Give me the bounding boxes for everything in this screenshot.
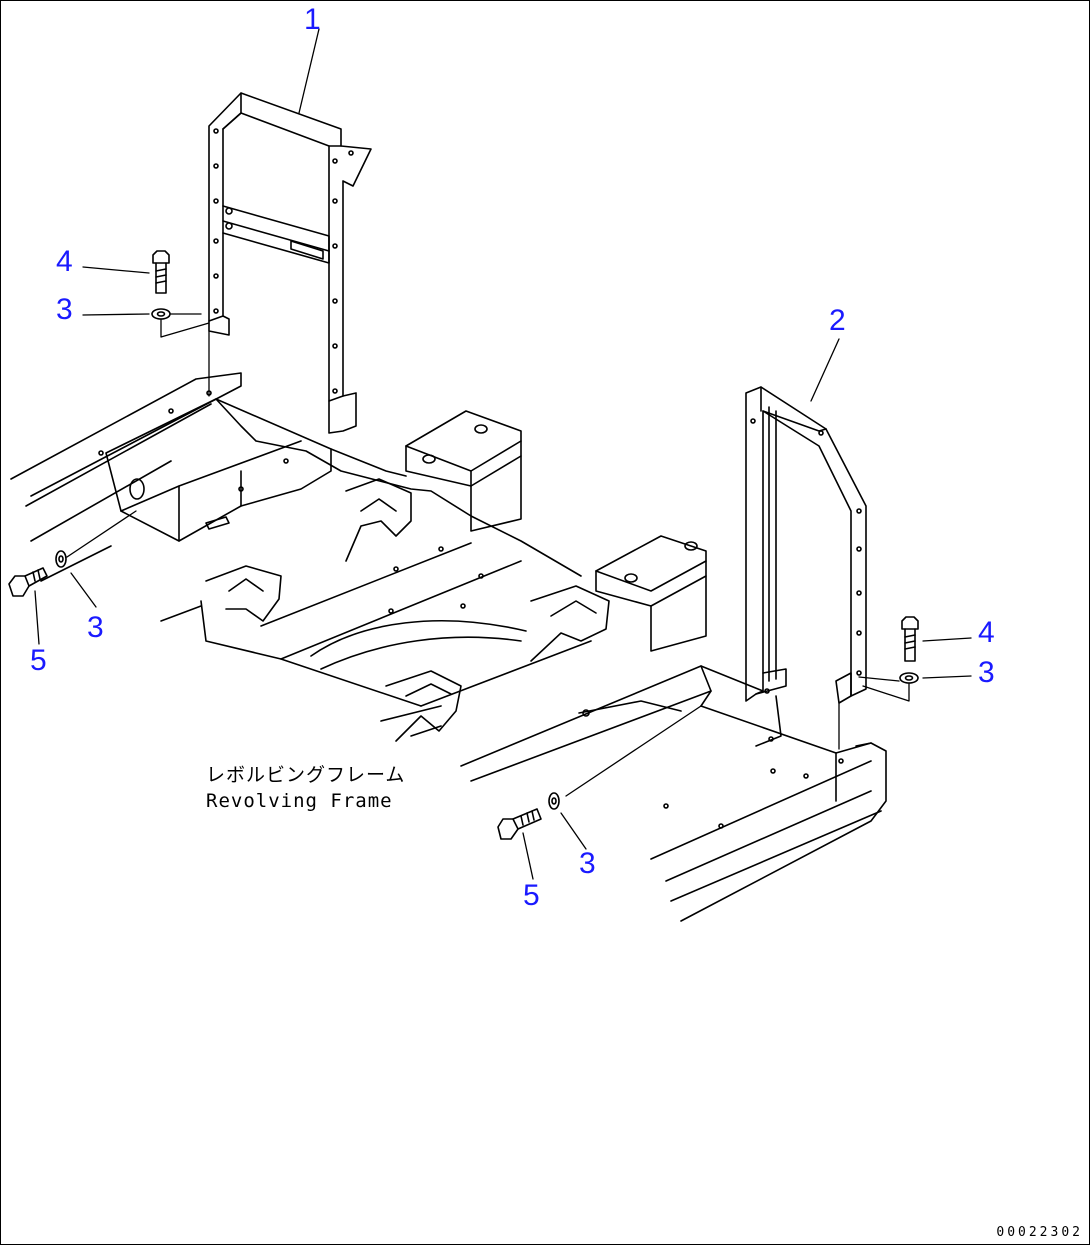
callout-part-5-lower: 5 xyxy=(523,879,540,912)
bolt-4-upper-left-drawing xyxy=(152,250,170,294)
revolving-frame-drawing xyxy=(10,372,887,922)
washer-3-left-drawing xyxy=(55,550,67,568)
callout-part-3-upper-left: 3 xyxy=(56,293,73,326)
callout-part-4-right: 4 xyxy=(978,616,995,649)
callout-part-5-left: 5 xyxy=(30,644,47,677)
bracket-2-drawing xyxy=(745,386,867,704)
bolt-4-right-drawing xyxy=(901,616,919,662)
washer-3-right-drawing xyxy=(899,672,919,684)
frame-label-japanese: レボルビングフレーム xyxy=(206,764,406,786)
callout-part-3-right: 3 xyxy=(978,656,995,689)
washer-3-upper-left-drawing xyxy=(151,308,171,320)
drawing-number: 00022302 xyxy=(996,1225,1083,1240)
washer-3-lower-drawing xyxy=(548,792,560,810)
callout-part-3-left: 3 xyxy=(87,611,104,644)
callout-part-1: 1 xyxy=(304,3,321,36)
callout-part-4-upper-left: 4 xyxy=(56,245,73,278)
bolt-5-left-drawing xyxy=(8,567,48,597)
callout-part-3-lower: 3 xyxy=(579,847,596,880)
bolt-5-lower-drawing xyxy=(497,808,542,840)
frame-label-english: Revolving Frame xyxy=(206,790,393,812)
leader-lines xyxy=(34,28,972,880)
bracket-1-drawing xyxy=(208,92,372,434)
callout-part-2: 2 xyxy=(829,304,846,337)
